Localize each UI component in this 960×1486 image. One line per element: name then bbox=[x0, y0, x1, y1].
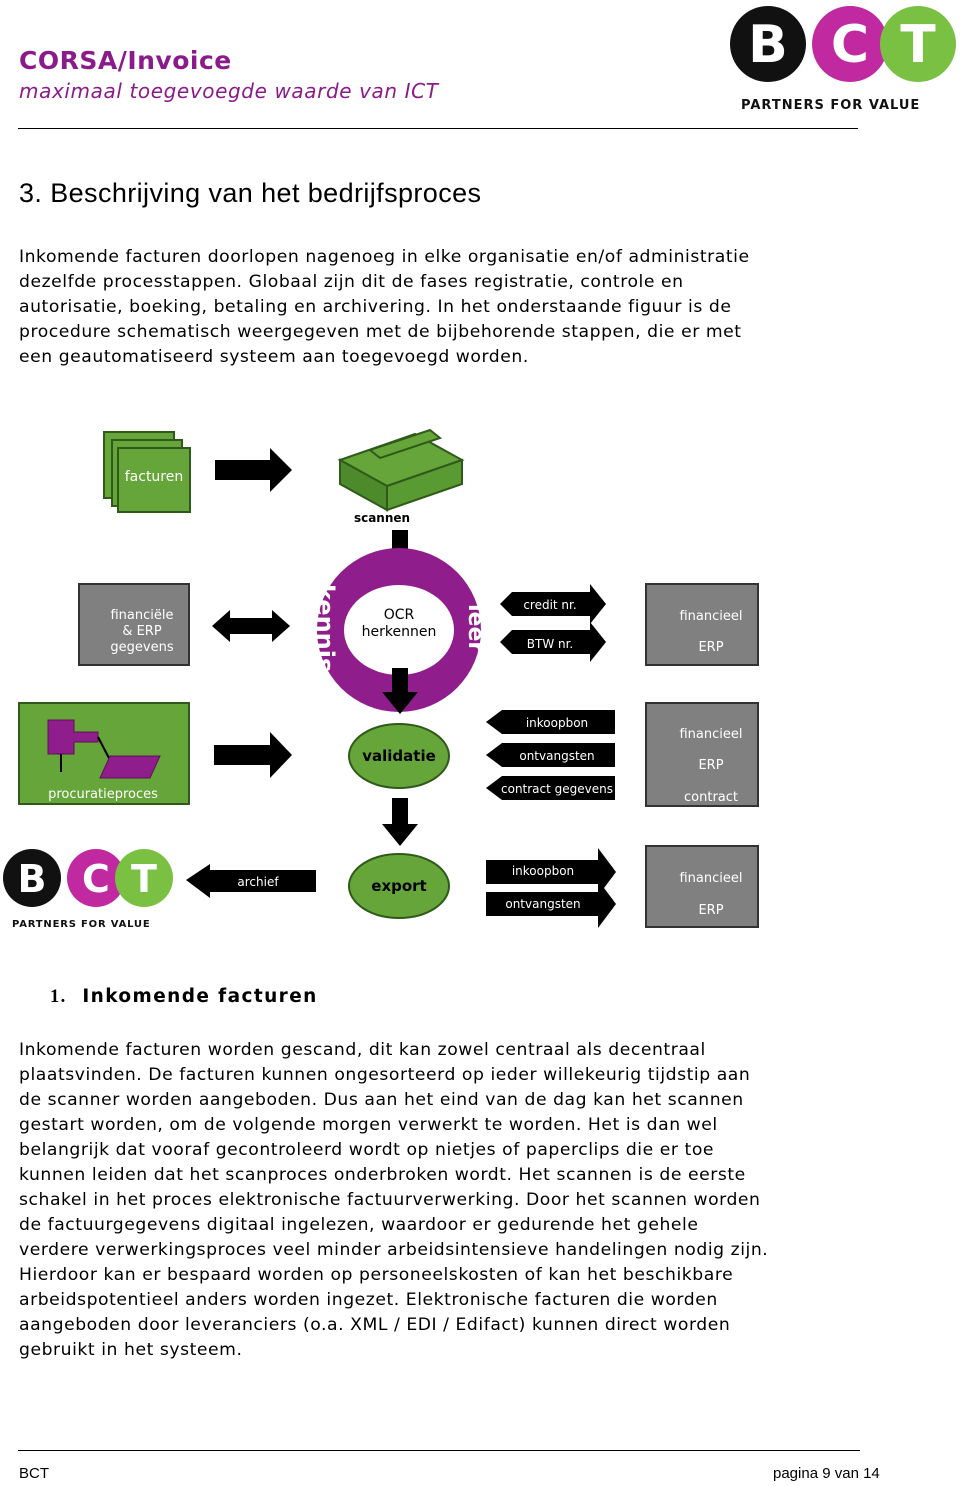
intro-paragraph: Inkomende facturen doorlopen nagenoeg in… bbox=[19, 245, 750, 370]
facturen-label: facturen bbox=[125, 469, 184, 485]
svg-text:archief: archief bbox=[237, 875, 279, 889]
body-line: Hierdoor kan er bespaard worden op perso… bbox=[19, 1265, 734, 1285]
body-line: gestart worden, om de volgende morgen ve… bbox=[19, 1115, 718, 1135]
svg-text:BTW nr.: BTW nr. bbox=[527, 637, 574, 651]
svg-text:contract: contract bbox=[684, 790, 738, 805]
arrow-right bbox=[215, 448, 292, 492]
exp-ontvangsten-arrow: ontvangsten bbox=[486, 880, 616, 928]
body-line: de factuurgegevens digitaal ingelezen, w… bbox=[19, 1215, 699, 1235]
svg-text:& ERP: & ERP bbox=[122, 624, 162, 639]
leer-label: leer bbox=[463, 604, 488, 652]
svg-text:inkoopbon: inkoopbon bbox=[512, 864, 574, 878]
svg-text:financieel: financieel bbox=[679, 727, 742, 742]
svg-text:C: C bbox=[831, 15, 869, 75]
svg-text:ontvangsten: ontvangsten bbox=[505, 897, 580, 911]
intro-line: autorisatie, boeking, betaling en archiv… bbox=[19, 297, 732, 317]
subsection-heading: 1. Inkomende facturen bbox=[50, 986, 318, 1008]
svg-text:C: C bbox=[82, 857, 110, 901]
archief-arrow: archief bbox=[186, 864, 316, 898]
svg-text:validatie: validatie bbox=[362, 747, 436, 765]
val-ontvangsten-arrow: ontvangsten bbox=[486, 743, 615, 767]
double-arrow bbox=[212, 610, 290, 642]
svg-text:OCR: OCR bbox=[384, 607, 415, 623]
svg-text:contract gegevens: contract gegevens bbox=[501, 782, 613, 796]
body-line: kunnen leiden dat het scanproces onderbr… bbox=[19, 1165, 746, 1185]
kennis-label: kennis bbox=[311, 584, 339, 672]
subsection-number: 1. bbox=[50, 987, 67, 1007]
scannen-label: scannen bbox=[354, 511, 410, 525]
financieel-erp-box-1: financieel ERP bbox=[645, 583, 759, 666]
document-title: CORSA/Invoice bbox=[19, 46, 232, 75]
footer-divider bbox=[18, 1450, 860, 1451]
val-inkoopbon-arrow: inkoopbon bbox=[486, 710, 615, 734]
section-heading: 3. Beschrijving van het bedrijfsproces bbox=[19, 178, 482, 208]
svg-text:ERP: ERP bbox=[698, 640, 723, 655]
btw-nr-arrow: BTW nr. bbox=[500, 622, 606, 662]
intro-line: procedure schematisch weergegeven met de… bbox=[19, 322, 742, 342]
intro-line: Inkomende facturen doorlopen nagenoeg in… bbox=[19, 247, 750, 267]
exp-inkoopbon-arrow: inkoopbon bbox=[486, 848, 616, 896]
arrow-down bbox=[382, 798, 418, 846]
val-contract-arrow: contract gegevens bbox=[486, 776, 615, 800]
financiele-gegevens-box: financiële & ERP gegevens bbox=[78, 583, 190, 666]
arrow-right bbox=[214, 732, 292, 778]
body-line: belangrijk dat vooraf gecontroleerd word… bbox=[19, 1140, 715, 1160]
header-divider bbox=[18, 128, 858, 129]
svg-text:financieel: financieel bbox=[679, 871, 742, 886]
subsection-paragraph: Inkomende facturen worden gescand, dit k… bbox=[19, 1038, 768, 1363]
body-line: plaatsvinden. De facturen kunnen ongesor… bbox=[19, 1065, 751, 1085]
svg-text:financieel: financieel bbox=[679, 609, 742, 624]
body-line: schakel in het proces elektronische fact… bbox=[19, 1190, 761, 1210]
ocr-knowledge-ring: kennis leer OCR herkennen bbox=[311, 548, 488, 712]
procuratieproces-box: procuratieproces bbox=[18, 702, 190, 805]
svg-text:herkennen: herkennen bbox=[362, 624, 437, 640]
svg-text:export: export bbox=[371, 877, 426, 895]
body-line: gebruikt in het systeem. bbox=[19, 1340, 243, 1360]
subsection-title: Inkomende facturen bbox=[82, 986, 318, 1007]
svg-text:T: T bbox=[131, 857, 157, 901]
body-line: de scanner worden aangeboden. Dus aan he… bbox=[19, 1090, 744, 1110]
svg-text:PARTNERS FOR VALUE: PARTNERS FOR VALUE bbox=[12, 919, 151, 930]
facturen-documents: facturen bbox=[103, 431, 191, 513]
svg-text:B: B bbox=[748, 15, 788, 75]
credit-nr-arrow: credit nr. bbox=[500, 584, 606, 624]
body-line: arbeidspotentieel anders worden ingezet.… bbox=[19, 1290, 718, 1310]
body-line: aangeboden door leveranciers (o.a. XML /… bbox=[19, 1315, 731, 1335]
validatie-node: validatie bbox=[348, 723, 450, 789]
svg-text:credit nr.: credit nr. bbox=[523, 598, 576, 612]
body-line: Inkomende facturen worden gescand, dit k… bbox=[19, 1040, 706, 1060]
page-number: pagina 9 van 14 bbox=[773, 1465, 880, 1482]
arrow-down bbox=[382, 668, 418, 714]
footer-company: BCT bbox=[19, 1465, 49, 1482]
logo-tagline: PARTNERS FOR VALUE bbox=[741, 98, 920, 113]
body-line: verdere verwerkingsproces veel minder ar… bbox=[19, 1240, 769, 1260]
financieel-erp-box-2: financieel ERP bbox=[645, 845, 759, 928]
svg-text:gegevens: gegevens bbox=[110, 640, 173, 655]
intro-line: een geautomatiseerd systeem aan toegevoe… bbox=[19, 347, 529, 367]
svg-text:ontvangsten: ontvangsten bbox=[519, 749, 594, 763]
export-node: export bbox=[348, 853, 450, 919]
svg-text:ERP: ERP bbox=[698, 758, 723, 773]
svg-text:ERP: ERP bbox=[698, 903, 723, 918]
intro-line: dezelfde processtappen. Globaal zijn dit… bbox=[19, 272, 684, 292]
svg-text:procuratieproces: procuratieproces bbox=[48, 787, 158, 802]
svg-text:B: B bbox=[18, 857, 47, 901]
svg-text:financiële: financiële bbox=[110, 608, 173, 623]
bct-logo: B C T PARTNERS FOR VALUE bbox=[730, 6, 956, 113]
svg-text:T: T bbox=[900, 15, 936, 75]
financieel-erp-contract-box: financieel ERP contract bbox=[645, 702, 759, 807]
process-diagram: facturen scannen financiële & ERP gegeve… bbox=[3, 428, 759, 930]
bct-logo-small: B C T PARTNERS FOR VALUE bbox=[3, 849, 173, 930]
svg-text:inkoopbon: inkoopbon bbox=[526, 716, 588, 730]
document-subtitle: maximaal toegevoegde waarde van ICT bbox=[19, 79, 439, 103]
scanner-icon: scannen bbox=[337, 428, 465, 525]
